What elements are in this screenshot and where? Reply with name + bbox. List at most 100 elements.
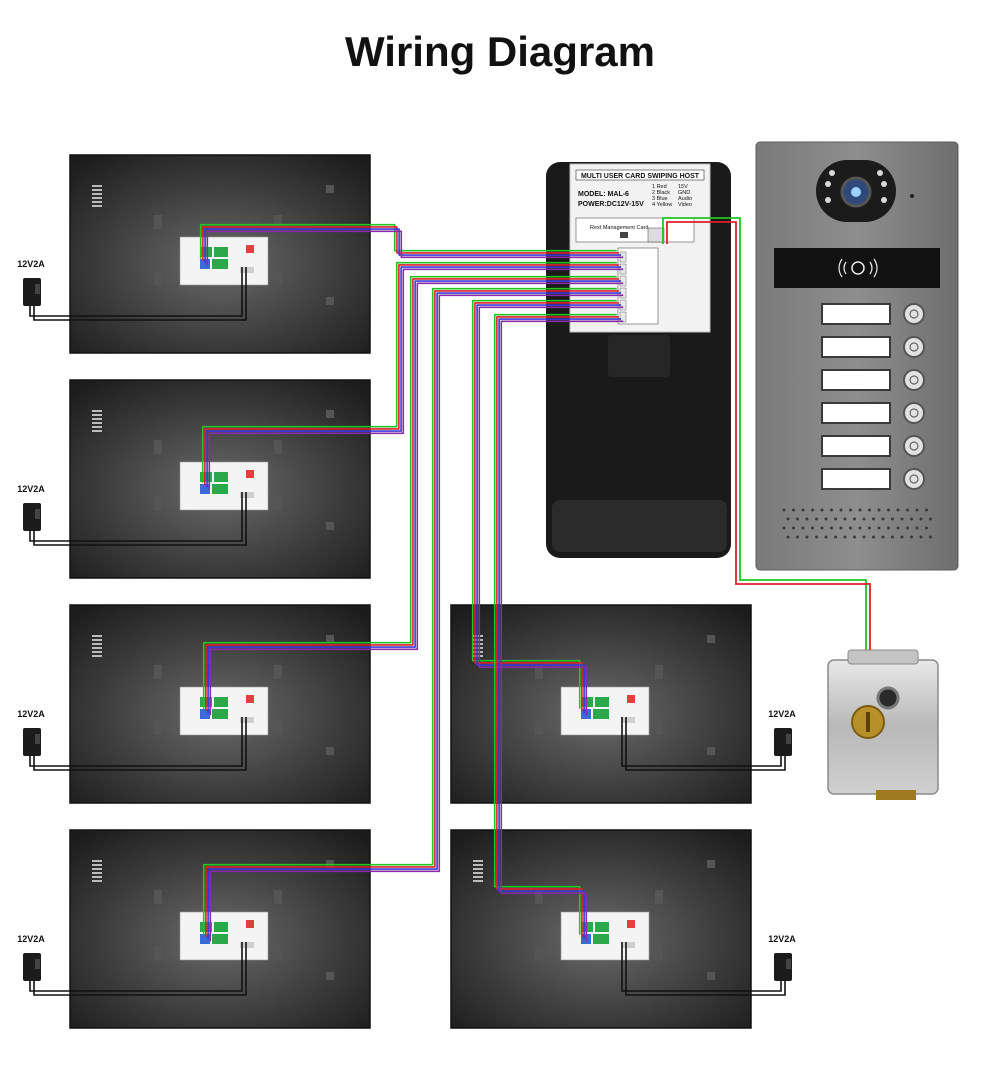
- lock-release-button: [876, 686, 900, 710]
- wire-strand: [205, 290, 619, 937]
- wire-strand: [202, 226, 619, 261]
- terminal-block: [212, 259, 228, 269]
- lock-wire: [662, 217, 871, 650]
- vent-slot: [473, 635, 483, 637]
- sd-card-icon: [627, 920, 635, 928]
- call-button[interactable]: [903, 336, 925, 358]
- bus-monitor-2: [201, 261, 624, 490]
- power-supply: 12V2A: [17, 484, 247, 546]
- vent-slot: [92, 639, 102, 641]
- sd-card-icon: [246, 245, 254, 253]
- wire-strand: [474, 302, 619, 711]
- power-supply: 12V2A: [17, 259, 247, 321]
- host-legend-function: GND: [678, 190, 690, 196]
- sd-card-icon: [246, 470, 254, 478]
- vent-slot: [92, 872, 102, 874]
- host-legend-function: 15V: [678, 184, 688, 190]
- vent-slot: [473, 876, 483, 878]
- wire-strand: [207, 292, 622, 940]
- sd-card-icon: [627, 695, 635, 703]
- psu-label: 12V2A: [17, 709, 45, 719]
- card-swiping-host: MULTI USER CARD SWIPING HOST MODEL: MAL-…: [546, 162, 731, 558]
- terminal-block: [200, 484, 210, 494]
- wire-strand: [493, 313, 617, 935]
- wire-strand: [666, 221, 871, 650]
- power-wire: [29, 267, 243, 317]
- wire-strand: [208, 268, 624, 490]
- vent-slot: [92, 193, 102, 195]
- indoor-monitor: [69, 604, 371, 804]
- host-legend-wire: 4 Yellow: [652, 202, 672, 208]
- bus-monitor-1: [199, 223, 624, 266]
- vent-slot: [92, 643, 102, 645]
- wire-strand: [662, 217, 867, 650]
- electric-lock: [827, 649, 939, 800]
- vent-slot: [473, 872, 483, 874]
- psu-label: 12V2A: [17, 259, 45, 269]
- bell-icon: [909, 408, 919, 418]
- power-wire: [621, 717, 782, 767]
- power-supply: 12V2A: [621, 934, 796, 996]
- vent-slot: [473, 643, 483, 645]
- terminal-block: [200, 709, 210, 719]
- vent-slot: [92, 414, 102, 416]
- name-label-slot: [821, 435, 891, 457]
- wire-strand: [498, 318, 622, 940]
- wire-strand: [202, 287, 617, 935]
- terminal-block: [200, 934, 210, 944]
- host-legend-wire: 1 Red: [652, 184, 667, 190]
- terminal-block: [212, 709, 228, 719]
- power-wire: [29, 492, 243, 542]
- vent-slot: [92, 426, 102, 428]
- name-label-slot: [821, 402, 891, 424]
- terminal-block: [595, 697, 609, 707]
- call-button[interactable]: [903, 468, 925, 490]
- terminal-block: [212, 484, 228, 494]
- vent-slot: [92, 876, 102, 878]
- host-legend-wire: 2 Black: [652, 190, 670, 196]
- vent-slot: [92, 201, 102, 203]
- vent-slot: [92, 655, 102, 657]
- vent-slot: [92, 651, 102, 653]
- call-button[interactable]: [903, 435, 925, 457]
- vent-slot: [473, 651, 483, 653]
- power-wire: [33, 717, 247, 771]
- terminal-block: [200, 247, 212, 257]
- vent-slot: [92, 185, 102, 187]
- power-supply: 12V2A: [621, 709, 796, 771]
- bell-icon: [909, 342, 919, 352]
- bus-monitor-4: [202, 287, 624, 942]
- terminal-block: [200, 259, 210, 269]
- wire-strand: [202, 275, 617, 709]
- vent-slot: [473, 647, 483, 649]
- power-supply: 12V2A: [17, 709, 247, 771]
- wire-strand: [201, 261, 617, 483]
- sd-card-icon: [246, 695, 254, 703]
- bell-icon: [909, 375, 919, 385]
- diagram-title: Wiring Diagram: [345, 28, 655, 75]
- power-wire: [29, 942, 243, 992]
- dip-switch: [620, 232, 628, 238]
- wire-strand: [199, 223, 617, 259]
- wire-strand: [496, 316, 619, 937]
- call-button[interactable]: [903, 303, 925, 325]
- indoor-monitor: [450, 604, 752, 804]
- call-button[interactable]: [903, 369, 925, 391]
- bell-icon: [909, 441, 919, 451]
- host-model: MODEL: MAL-6: [578, 191, 629, 198]
- call-button[interactable]: [903, 402, 925, 424]
- name-label-slot: [821, 303, 891, 325]
- power-wire: [33, 267, 247, 321]
- host-legend-wire: 3 Blue: [652, 196, 668, 202]
- indoor-monitor: [69, 154, 371, 354]
- psu-label: 12V2A: [768, 709, 796, 719]
- vent-slot: [473, 860, 483, 862]
- name-label-slot: [821, 336, 891, 358]
- psu-label: 12V2A: [17, 484, 45, 494]
- wire-strand: [207, 280, 622, 714]
- vent-slot: [92, 880, 102, 882]
- terminal-block: [593, 709, 609, 719]
- vent-slot: [92, 864, 102, 866]
- vent-slot: [92, 418, 102, 420]
